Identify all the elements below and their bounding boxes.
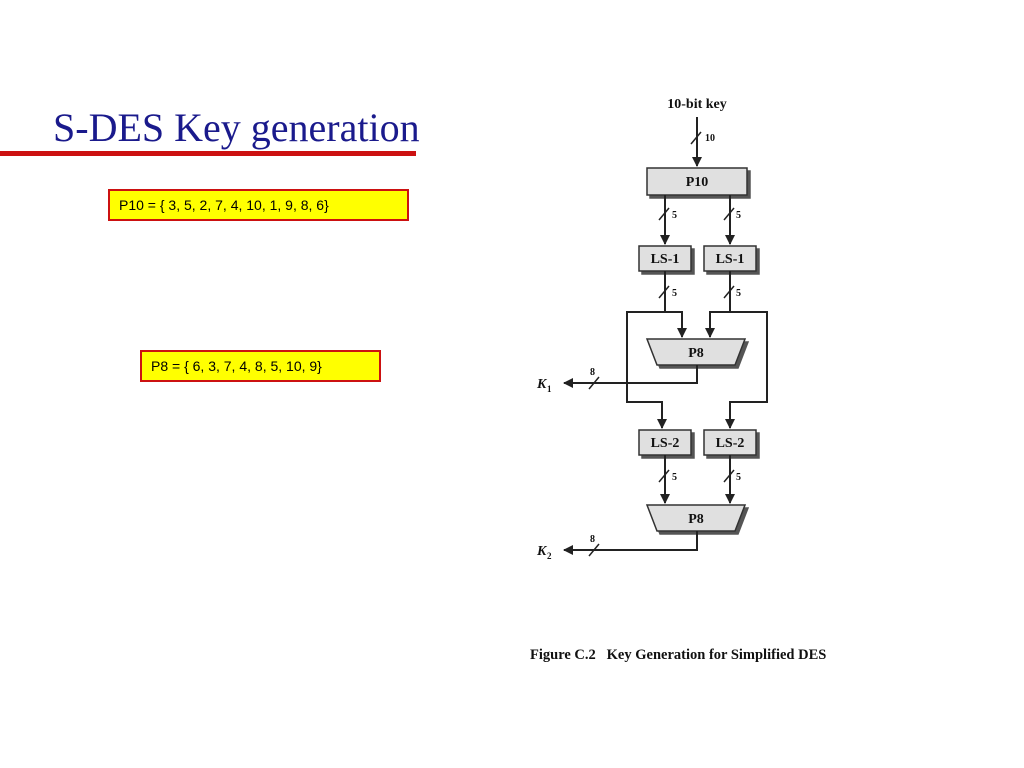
ls1-right-block xyxy=(703,245,757,272)
width-tick xyxy=(723,469,735,483)
ls2-left-block xyxy=(638,429,692,456)
ls1-left-label: LS-1 xyxy=(651,252,680,267)
width-5-label: 5 xyxy=(736,288,741,299)
width-5-label: 5 xyxy=(672,210,677,221)
width-8-label: 8 xyxy=(590,367,595,378)
p8-second-block xyxy=(645,504,747,532)
p10-permutation-box: P10 = { 3, 5, 2, 7, 4, 10, 1, 9, 8, 6} xyxy=(108,189,409,221)
width-5-label: 5 xyxy=(736,210,741,221)
ls1-left-to-ls2-arrow xyxy=(626,311,667,429)
width-tick xyxy=(690,131,702,145)
ls1-right-to-ls2-arrow xyxy=(725,311,768,429)
k1-output-arrow xyxy=(563,365,698,388)
ls1-right-to-p8-arrow xyxy=(705,311,730,338)
ls1-right-label: LS-1 xyxy=(716,252,745,267)
width-tick xyxy=(588,543,600,557)
width-5-label: 5 xyxy=(672,288,677,299)
ls1-left-to-p8-arrow xyxy=(665,311,687,338)
p8-permutation-box: P8 = { 6, 3, 7, 4, 8, 5, 10, 9} xyxy=(140,350,381,382)
p10-block-label: P10 xyxy=(686,175,709,190)
k1-subscript: 1 xyxy=(547,384,552,394)
p10-block xyxy=(646,167,748,196)
width-tick xyxy=(658,469,670,483)
width-tick xyxy=(658,285,670,299)
p8-second-label: P8 xyxy=(688,512,704,527)
width-5-label: 5 xyxy=(672,472,677,483)
width-tick xyxy=(723,207,735,221)
ls2-left-label: LS-2 xyxy=(651,436,680,451)
input-width-label: 10 xyxy=(705,133,715,144)
k2-subscript: 2 xyxy=(547,551,552,561)
width-tick xyxy=(588,376,600,390)
width-tick xyxy=(658,207,670,221)
k2-label: K xyxy=(536,544,548,559)
width-8-label: 8 xyxy=(590,534,595,545)
slide-title: S-DES Key generation xyxy=(53,105,420,150)
ls2-right-label: LS-2 xyxy=(716,436,745,451)
p8-first-block xyxy=(645,338,747,366)
figure-caption: Figure C.2 Key Generation for Simplified… xyxy=(530,647,826,663)
width-5-label: 5 xyxy=(736,472,741,483)
k1-label: K xyxy=(536,377,548,392)
title-underline xyxy=(0,151,416,156)
k2-output-arrow xyxy=(563,531,698,555)
ls1-left-block xyxy=(638,245,692,272)
input-key-label: 10-bit key xyxy=(667,97,727,112)
width-tick xyxy=(723,285,735,299)
p8-first-label: P8 xyxy=(688,346,704,361)
